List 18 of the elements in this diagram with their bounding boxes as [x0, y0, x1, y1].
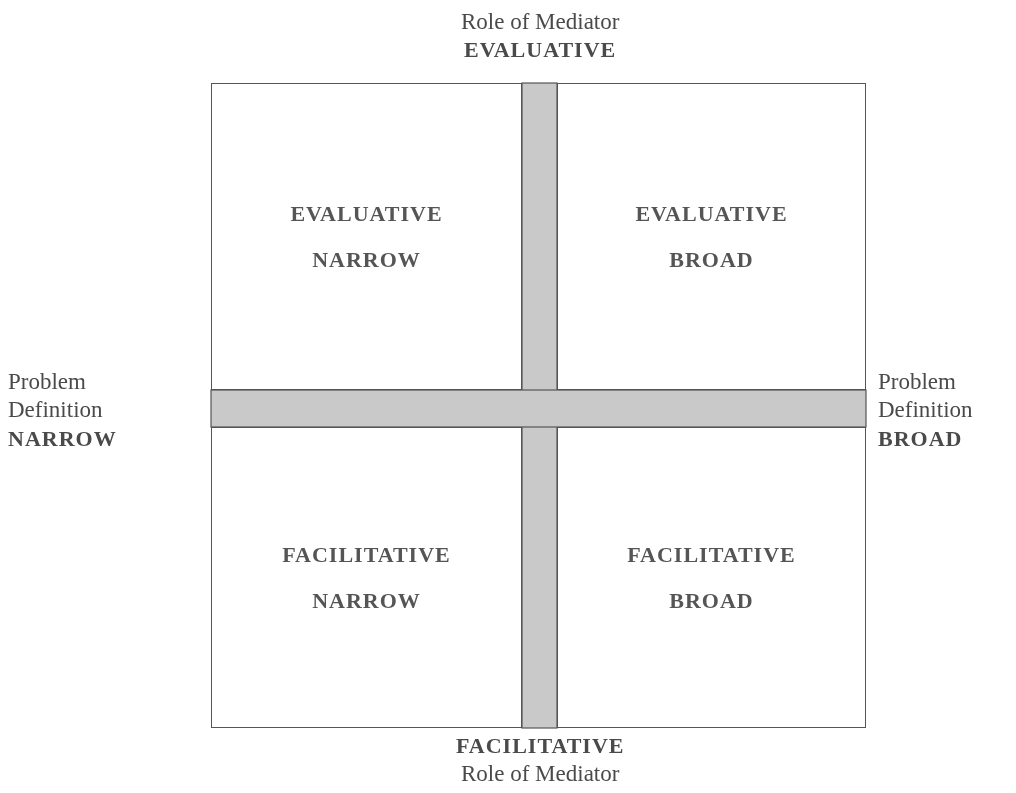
quadrant-box — [211, 83, 522, 390]
axis-end-label: FACILITATIVE — [456, 732, 625, 760]
axis-label: Problem Definition — [878, 368, 974, 424]
axis-end-label: NARROW — [8, 425, 117, 453]
axis-label: Role of Mediator — [461, 760, 620, 788]
quadrant-box — [211, 427, 522, 728]
divider-band — [210, 389, 867, 428]
quadrant-box — [557, 83, 866, 390]
divider-band — [521, 82, 558, 729]
quadrant-label: FACILITATIVE NARROW — [281, 540, 452, 615]
quadrant-label: EVALUATIVE BROAD — [634, 199, 789, 274]
axis-end-label: EVALUATIVE — [464, 36, 617, 64]
quadrant-label: EVALUATIVE NARROW — [289, 199, 444, 274]
quadrant-label: FACILITATIVE BROAD — [626, 540, 797, 615]
quadrant-box — [557, 427, 866, 728]
axis-label: Problem Definition — [8, 368, 104, 424]
axis-label: Role of Mediator — [461, 8, 620, 36]
axis-end-label: BROAD — [878, 425, 963, 453]
